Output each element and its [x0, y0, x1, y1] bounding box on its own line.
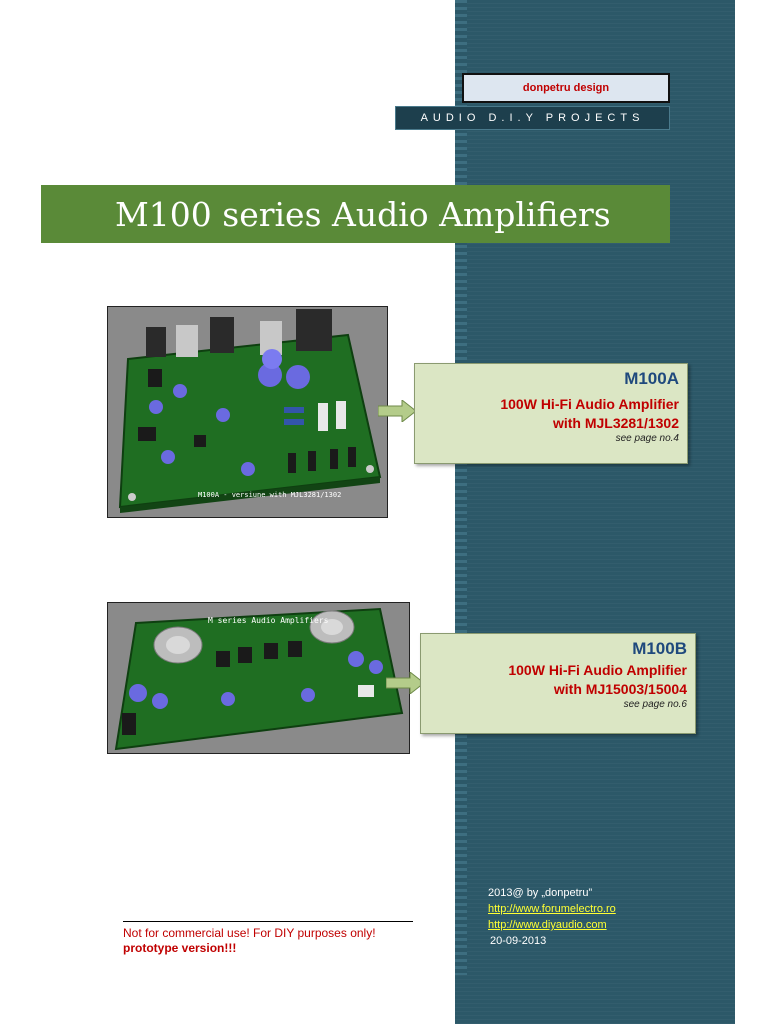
commercial-use-notice: Not for commercial use! For DIY purposes…: [123, 926, 376, 940]
model-name: M100A: [624, 369, 679, 388]
model-description: 100W Hi-Fi Audio Amplifier: [508, 662, 687, 678]
subtitle-bar: AUDIO D.I.Y PROJECTS: [395, 106, 670, 130]
page-reference: see page no.4: [615, 433, 679, 444]
pcb-label-m100b: M series Audio Amplifiers: [208, 616, 329, 625]
pcb-image-m100b: M series Audio Amplifiers: [107, 602, 410, 754]
side-band: [455, 0, 735, 1024]
footer-notice: Not for commercial use! For DIY purposes…: [123, 921, 413, 956]
pcb-label-m100a: M100A - versiune with MJL3281/1302: [198, 491, 341, 499]
model-transistors: with MJ15003/15004: [553, 681, 687, 697]
callout-m100a: M100A 100W Hi-Fi Audio Amplifier with MJ…: [414, 363, 688, 464]
subtitle-text: AUDIO D.I.Y PROJECTS: [420, 112, 645, 124]
prototype-notice: prototype version!!!: [123, 941, 237, 955]
link-forumelectro[interactable]: http://www.forumelectro.ro: [488, 903, 616, 915]
copyright-text: 2013@ by „donpetru”: [488, 887, 593, 899]
date-text: 20-09-2013: [490, 935, 547, 947]
model-transistors: with MJL3281/1302: [552, 415, 679, 431]
brand-name: donpetru design: [522, 82, 610, 94]
model-name: M100B: [632, 639, 687, 658]
pcb-image-m100a: M100A - versiune with MJL3281/1302: [107, 306, 388, 518]
title-banner: M100 series Audio Amplifiers: [41, 185, 670, 243]
arrow-right-icon: [378, 400, 417, 422]
side-band-stripes: [455, 0, 467, 975]
page-title: M100 series Audio Amplifiers: [115, 194, 611, 234]
arrow-right-icon: [386, 672, 425, 694]
footer-credits: 2013@ by „donpetru” http://www.forumelec…: [488, 885, 616, 949]
link-diyaudio[interactable]: http://www.diyaudio.com: [488, 919, 607, 931]
model-description: 100W Hi-Fi Audio Amplifier: [500, 396, 679, 412]
callout-m100b: M100B 100W Hi-Fi Audio Amplifier with MJ…: [420, 633, 696, 734]
page-reference: see page no.6: [623, 699, 687, 710]
brand-box: donpetru design: [462, 73, 670, 103]
